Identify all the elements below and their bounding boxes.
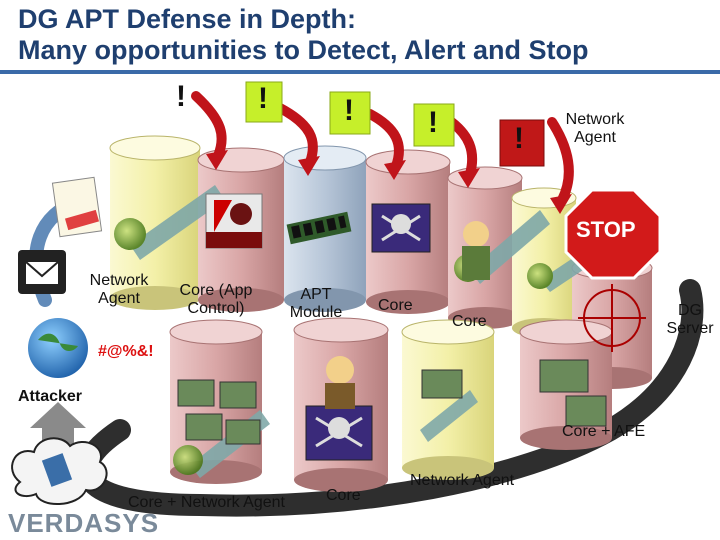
- alert-arrowheads: [206, 150, 572, 214]
- label-core-afe: Core + AFE: [562, 423, 646, 440]
- alert-mark-1: !: [176, 80, 186, 113]
- globe-icon: [28, 318, 88, 378]
- label-curse: #@%&!: [98, 343, 154, 360]
- alert-mark-3: !: [344, 94, 354, 127]
- alert-mark-2: !: [258, 82, 268, 115]
- character-figure-1: [462, 221, 490, 280]
- title-divider: [0, 70, 720, 74]
- stop-sign-label: STOP: [576, 217, 636, 242]
- label-dg-server: DG Server: [666, 302, 714, 337]
- crosshair-icon: [578, 284, 646, 352]
- skull-icon-lower: [305, 405, 373, 461]
- label-network-agent-top: Network Agent: [565, 111, 625, 146]
- verdasys-logo: VERDASYS: [8, 508, 160, 538]
- label-network-agent-bottom: Network Agent: [410, 472, 515, 489]
- skull-icon: [371, 203, 431, 253]
- label-apt-module: APT Module: [289, 286, 343, 321]
- character-figure-2: [325, 356, 355, 409]
- adobe-icon: [205, 193, 263, 249]
- label-core-bottom: Core: [326, 487, 361, 504]
- alert-mark-5: !: [514, 122, 524, 155]
- slide-title: DG APT Defense in Depth: Many opportunit…: [18, 4, 589, 66]
- cylinder-lower-3: [401, 319, 495, 480]
- label-core-2: Core: [452, 313, 487, 330]
- label-attacker: Attacker: [18, 388, 83, 405]
- title-line-1: DG APT Defense in Depth:: [18, 4, 357, 34]
- title-line-2: Many opportunities to Detect, Alert and …: [18, 35, 589, 65]
- folder-icons: [177, 359, 607, 445]
- label-core-network-agent: Core + Network Agent: [128, 494, 285, 511]
- alert-tiles: [245, 81, 545, 167]
- stop-sign-icon: [564, 188, 662, 280]
- label-core-1: Core: [378, 297, 413, 314]
- memory-chip-icon: [286, 211, 352, 245]
- label-core-app-control: Core (App Control): [179, 282, 253, 317]
- fake-document-icon: [51, 176, 103, 238]
- cloud-icon: [11, 437, 108, 506]
- alert-mark-4: !: [428, 106, 438, 139]
- envelope-icon: [18, 250, 66, 294]
- label-network-agent-left: Network Agent: [89, 272, 149, 307]
